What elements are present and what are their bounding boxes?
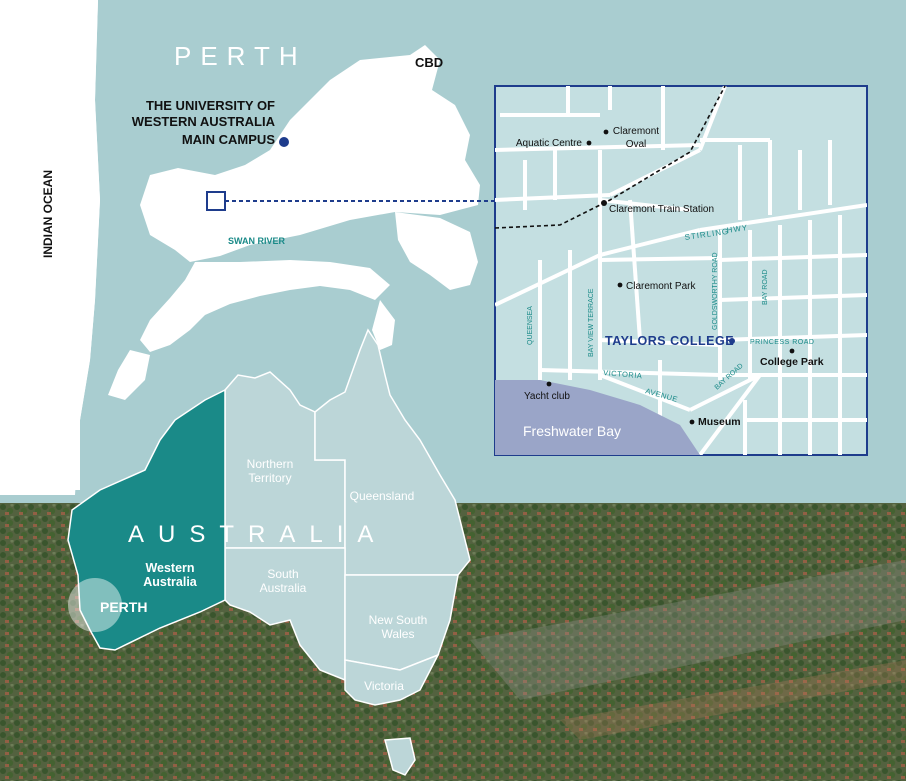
campus-label-line3: MAIN CAMPUS [182, 132, 275, 147]
yacht-club-label: Yacht club [524, 391, 570, 402]
state-victoria [344, 653, 440, 706]
new-south-wales-label-1: New South [369, 613, 428, 627]
victoria-avenue-label-1: VICTORIA [603, 368, 643, 380]
taylors-college-marker [729, 338, 735, 344]
state-tasmania [384, 737, 416, 776]
queensea-label: QUEENSEA [527, 306, 534, 345]
indian-ocean-label: INDIAN OCEAN [41, 170, 55, 258]
coastal-land [0, 0, 100, 495]
freshwater-bay-water [495, 380, 700, 455]
bay-view-terrace-label: BAY VIEW TERRACE [588, 288, 595, 357]
perth-region-label: PERTH [174, 41, 307, 71]
taylors-college-label: TAYLORS COLLEGE [605, 334, 734, 348]
hwy-label: HWY [726, 223, 749, 235]
college-park-label: College Park [760, 356, 824, 368]
train-station-marker [601, 200, 607, 206]
campus-marker [279, 137, 289, 147]
south-australia-label-2: Australia [260, 581, 307, 595]
goldsworthy-road-label: GOLDSWORTHY ROAD [712, 252, 719, 330]
aquatic-centre-label: Aquatic Centre [516, 138, 583, 149]
claremont-oval-label-2: Oval [626, 139, 647, 150]
railway-line [494, 85, 726, 229]
northern-territory-label-2: Territory [248, 471, 291, 485]
australia-map [67, 328, 471, 776]
claremont-oval-label-1: Claremont [613, 126, 659, 137]
train-station-label: Claremont Train Station [609, 204, 714, 215]
bay-road-vertical-label: BAY ROAD [762, 269, 769, 305]
claremont-park-label: Claremont Park [626, 281, 696, 292]
new-south-wales-label-2: Wales [382, 627, 415, 641]
queensland-label: Queensland [350, 489, 415, 503]
claremont-inset-map [494, 85, 868, 456]
victoria-label: Victoria [364, 679, 404, 693]
state-western-australia [67, 388, 226, 651]
western-australia-label-1: Western [145, 561, 194, 575]
museum-label: Museum [698, 416, 741, 428]
northern-territory-label-1: Northern [247, 457, 294, 471]
western-australia-label-2: Australia [143, 575, 198, 589]
street-grid [495, 86, 867, 455]
campus-label-line1: THE UNIVERSITY OF [146, 98, 275, 113]
claremont-locator-box [206, 191, 226, 211]
cbd-label: CBD [415, 55, 443, 70]
perth-city-label: PERTH [100, 599, 147, 615]
perth-highlight-circle [68, 578, 122, 632]
south-australia-label-1: South [267, 567, 298, 581]
campus-label-line2: WESTERN AUSTRALIA [132, 114, 276, 129]
freshwater-bay-label: Freshwater Bay [523, 423, 621, 439]
swan-river-label: SWAN RIVER [228, 236, 286, 246]
australia-label: AUSTRALIA [128, 521, 387, 548]
princess-road-label: PRINCESS ROAD [750, 339, 814, 346]
